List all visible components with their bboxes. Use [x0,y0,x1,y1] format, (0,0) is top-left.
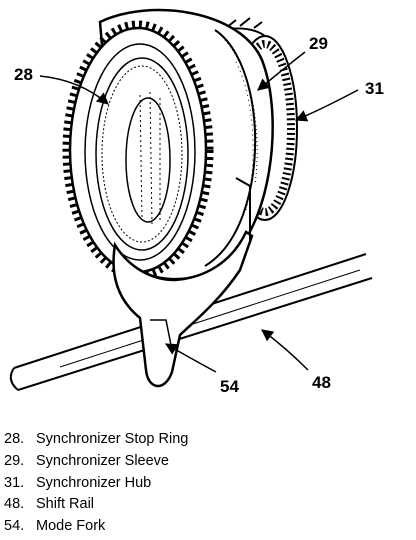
legend-item-number: 48. [4,496,25,513]
legend-item-label: Synchronizer Sleeve [36,452,169,469]
legend-item-number: 28. [4,431,25,447]
synchronizer-assembly-illustration [9,8,373,391]
legend-item-label: Shift Rail [36,496,95,513]
legend-item-number: 31. [4,474,25,491]
callout-28: 28 [14,65,33,84]
legend-item-label: Synchronizer Hub [36,474,152,491]
legend-item: 54. Mode Fork [4,516,404,538]
parts-legend: 28. Synchronizer Stop Ring 29. Synchroni… [4,429,404,538]
callout-leaders [39,51,359,373]
legend-item: 28. Synchronizer Stop Ring [4,429,404,451]
legend-item-label: Mode Fork [36,518,106,535]
legend-item-number: 54. [4,518,25,535]
legend-item: 29. Synchronizer Sleeve [4,451,404,473]
callout-31: 31 [365,79,384,98]
legend-item: 48. Shift Rail [4,494,404,516]
legend-item: 31. Synchronizer Hub [4,473,404,495]
callout-29: 29 [309,34,328,53]
legend-item-label: Synchronizer Stop Ring [36,431,189,447]
mode-fork [112,177,254,388]
synchronizer-stop-ring [62,20,214,280]
callout-48: 48 [312,373,331,392]
legend-item-number: 29. [4,452,25,469]
callout-54: 54 [220,377,239,396]
